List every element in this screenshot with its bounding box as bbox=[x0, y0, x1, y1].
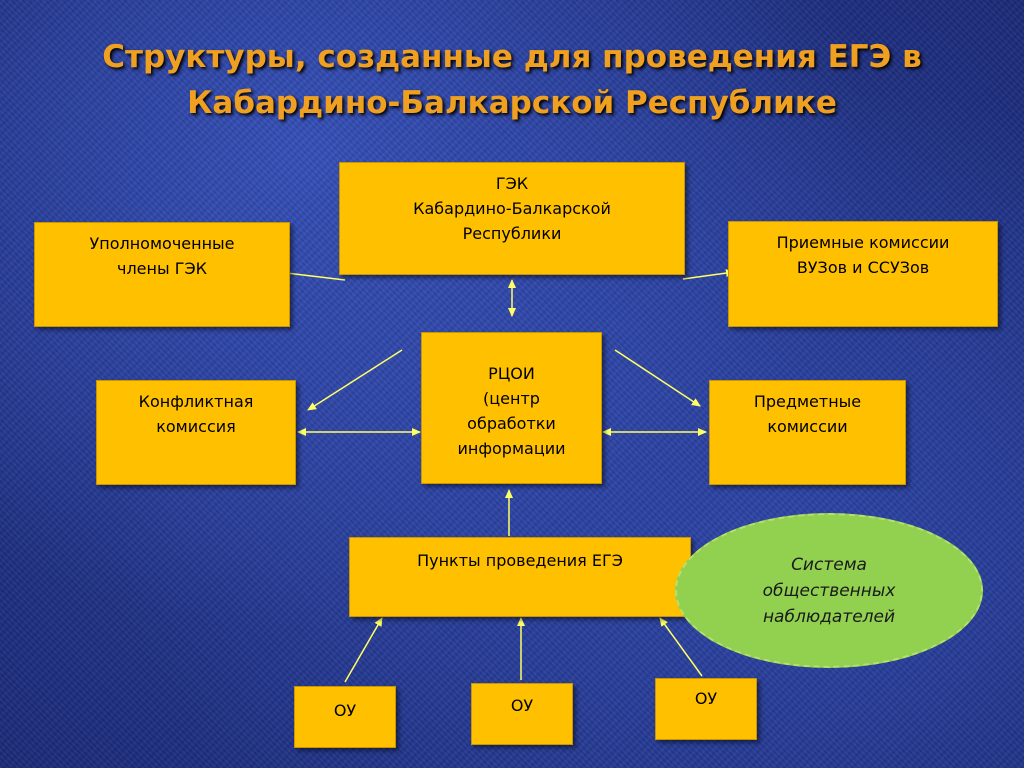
oval-public-observers: Система общественных наблюдателей bbox=[675, 513, 983, 668]
box-ou-2: ОУ bbox=[471, 683, 573, 745]
box-subject-commissions: Предметные комиссии bbox=[709, 380, 906, 485]
title-line-2: Кабардино-Балкарской Республике bbox=[187, 85, 837, 121]
box-gek: ГЭК Кабардино-Балкарской Республики bbox=[339, 162, 685, 275]
observers-line-3: наблюдателей bbox=[762, 606, 896, 627]
observers-line-1: Система bbox=[791, 554, 867, 575]
arrow-ou1-to-ppe bbox=[344, 617, 383, 683]
box-ou-3: ОУ bbox=[655, 678, 757, 740]
box-admission-committees: Приемные комиссии ВУЗов и ССУЗов bbox=[728, 221, 998, 327]
arrow-gek-to-admissions bbox=[682, 269, 735, 280]
slide-title: Структуры, созданные для проведения ЕГЭ … bbox=[0, 34, 1024, 126]
title-line-1: Структуры, созданные для проведения ЕГЭ … bbox=[102, 39, 922, 75]
box-rcoi: РЦОИ (центр обработки информации bbox=[421, 332, 602, 484]
box-conflict-commission: Конфликтная комиссия bbox=[96, 380, 296, 485]
box-authorized-members: Уполномоченные члены ГЭК bbox=[34, 222, 290, 327]
observers-line-2: общественных bbox=[762, 580, 896, 601]
box-exam-points: Пункты проведения ЕГЭ bbox=[349, 537, 691, 617]
box-ou-1: ОУ bbox=[294, 686, 396, 748]
arrow-rcoi-to-conflict bbox=[307, 349, 403, 411]
arrow-rcoi-to-subject bbox=[614, 349, 701, 407]
arrow-ou3-to-ppe bbox=[659, 617, 703, 677]
